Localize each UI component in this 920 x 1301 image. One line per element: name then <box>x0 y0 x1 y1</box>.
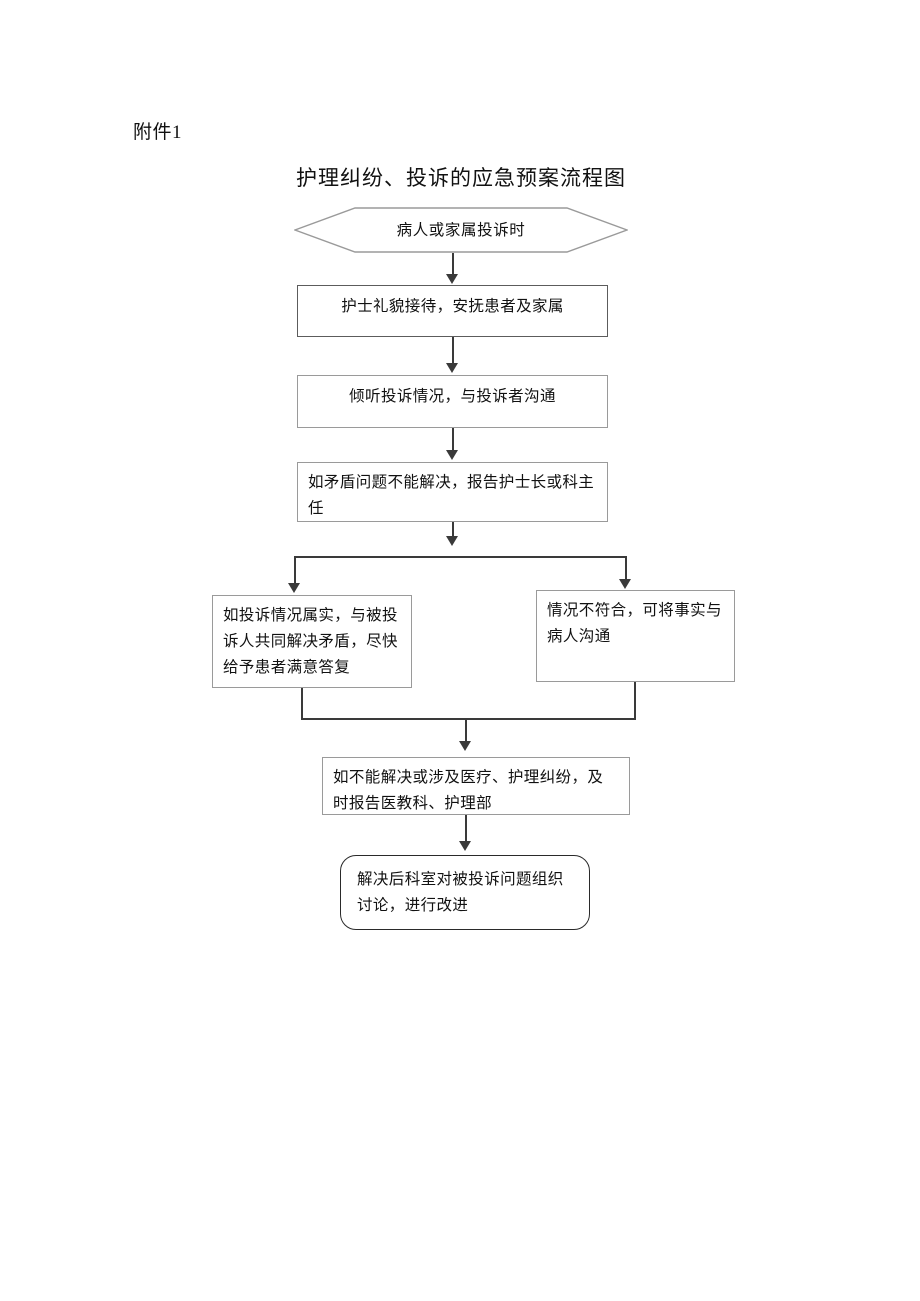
edge-split-right-line <box>625 556 627 580</box>
edge-start-step1-line <box>452 253 454 275</box>
attachment-label: 附件1 <box>133 122 183 143</box>
edge-split-left-line <box>294 556 296 584</box>
flow-node-branch-left: 如投诉情况属实，与被投诉人共同解决矛盾，尽快给予患者满意答复 <box>212 595 412 688</box>
flow-node-branch-right-label: 情况不符合，可将事实与病人沟通 <box>547 602 722 645</box>
edge-step4-end-line <box>465 815 467 842</box>
edge-merge-step4-line <box>465 718 467 742</box>
flow-node-end: 解决后科室对被投诉问题组织讨论，进行改进 <box>340 855 590 930</box>
edge-split-right-arrowhead <box>619 579 631 589</box>
edge-step3-split-arrowhead <box>446 536 458 546</box>
flow-node-step1-label: 护士礼貌接待，安抚患者及家属 <box>341 298 564 315</box>
flow-node-end-label: 解决后科室对被投诉问题组织讨论，进行改进 <box>357 871 564 914</box>
edge-right-merge-line <box>634 682 636 719</box>
edge-split-bar <box>294 556 627 558</box>
flow-node-branch-right: 情况不符合，可将事实与病人沟通 <box>536 590 735 682</box>
edge-step4-end-arrowhead <box>459 841 471 851</box>
edge-step3-split-line <box>452 522 454 537</box>
edge-merge-bar <box>301 718 636 720</box>
flow-node-step2: 倾听投诉情况，与投诉者沟通 <box>297 375 608 428</box>
flow-node-branch-left-label: 如投诉情况属实，与被投诉人共同解决矛盾，尽快给予患者满意答复 <box>223 607 398 676</box>
flow-node-step4-label: 如不能解决或涉及医疗、护理纠纷，及时报告医教科、护理部 <box>333 769 604 812</box>
flow-node-start: 病人或家属投诉时 <box>294 207 628 253</box>
flow-node-step3-label: 如矛盾问题不能解决，报告护士长或科主任 <box>308 474 595 517</box>
flow-node-step2-label: 倾听投诉情况，与投诉者沟通 <box>349 388 556 405</box>
page-title: 护理纠纷、投诉的应急预案流程图 <box>296 166 626 190</box>
edge-start-step1-arrowhead <box>446 274 458 284</box>
edge-step1-step2-line <box>452 337 454 364</box>
edge-merge-step4-arrowhead <box>459 741 471 751</box>
flow-node-step3: 如矛盾问题不能解决，报告护士长或科主任 <box>297 462 608 522</box>
edge-split-left-arrowhead <box>288 583 300 593</box>
edge-left-merge-line <box>301 688 303 719</box>
hexagon-shape <box>294 207 628 253</box>
edge-step2-step3-arrowhead <box>446 450 458 460</box>
flow-node-step4: 如不能解决或涉及医疗、护理纠纷，及时报告医教科、护理部 <box>322 757 630 815</box>
flow-node-start-label: 病人或家属投诉时 <box>396 221 526 239</box>
edge-step1-step2-arrowhead <box>446 363 458 373</box>
edge-step2-step3-line <box>452 428 454 451</box>
flow-node-step1: 护士礼貌接待，安抚患者及家属 <box>297 285 608 337</box>
